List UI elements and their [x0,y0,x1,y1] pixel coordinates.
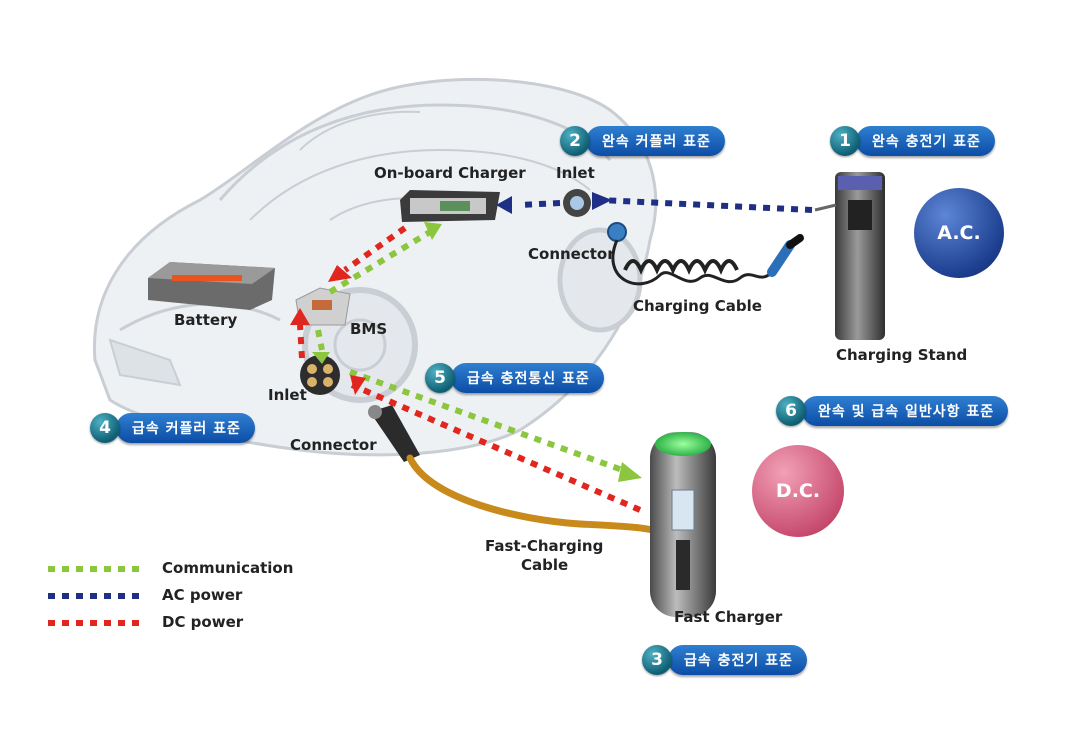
badge-4-number: 4 [90,413,120,443]
onboard-charger-label: On-board Charger [374,164,526,182]
dc-inlet-label: Inlet [268,386,307,404]
legend-communication-label: Communication [162,559,294,577]
badge-6: 6 완속 및 급속 일반사항 표준 [776,394,1009,428]
arrow-heads [290,192,642,482]
charging-stand [814,172,885,340]
onboard-charger-unit [400,190,500,222]
dc-sphere: D.C. [752,445,844,537]
badge-1-number: 1 [830,126,860,156]
battery-label: Battery [174,311,238,329]
charging-cable [611,234,804,286]
badge-5-number: 5 [425,363,455,393]
badge-6-number: 6 [776,396,806,426]
legend-ac-power-label: AC power [162,586,243,604]
legend-communication: Communication [162,559,293,577]
legend-dots [48,566,144,626]
badge-1: 1 완속 충전기 표준 [830,124,995,158]
ac-sphere: A.C. [914,188,1004,278]
badge-4-text: 급속 커플러 표준 [116,413,255,443]
bms-label: BMS [350,320,388,338]
badge-2: 2 완속 커플러 표준 [560,124,725,158]
legend-dc-power: DC power [162,613,243,631]
legend-ac-power: AC power [162,586,242,604]
charging-cable-label: Charging Cable [633,297,762,315]
badge-5: 5 급속 충전통신 표준 [425,361,604,395]
fast-charger-label: Fast Charger [674,608,783,626]
car-outline [92,77,658,457]
badge-2-text: 완속 커플러 표준 [586,126,725,156]
ac-connector-label: Connector [528,245,615,263]
flow-arrows [297,197,813,513]
dc-inlet [300,355,340,395]
charging-stand-label: Charging Stand [836,346,968,364]
fast-charger-unit [650,432,716,617]
battery-pack [148,262,275,310]
fast-cable-label-line1: Fast-Charging [485,537,604,555]
badge-2-number: 2 [560,126,590,156]
ac-inlet-label: Inlet [556,164,595,182]
badge-4: 4 급속 커플러 표준 [90,411,255,445]
dc-connector [368,405,420,462]
badge-1-text: 완속 충전기 표준 [856,126,995,156]
badge-3-text: 급속 충전기 표준 [668,645,807,675]
dc-sphere-label: D.C. [775,480,821,502]
badge-5-text: 급속 충전통신 표준 [451,363,604,393]
ac-connector [607,222,627,242]
legend-dc-power-label: DC power [162,613,244,631]
ac-inlet [563,189,591,217]
badge-6-text: 완속 및 급속 일반사항 표준 [802,396,1009,426]
badge-3-number: 3 [642,645,672,675]
fast-charging-cable [406,454,664,536]
ac-sphere-label: A.C. [937,222,981,244]
fast-cable-label-line2: Cable [521,556,569,574]
dc-connector-label: Connector [290,436,377,454]
badge-3: 3 급속 충전기 표준 [642,643,807,677]
